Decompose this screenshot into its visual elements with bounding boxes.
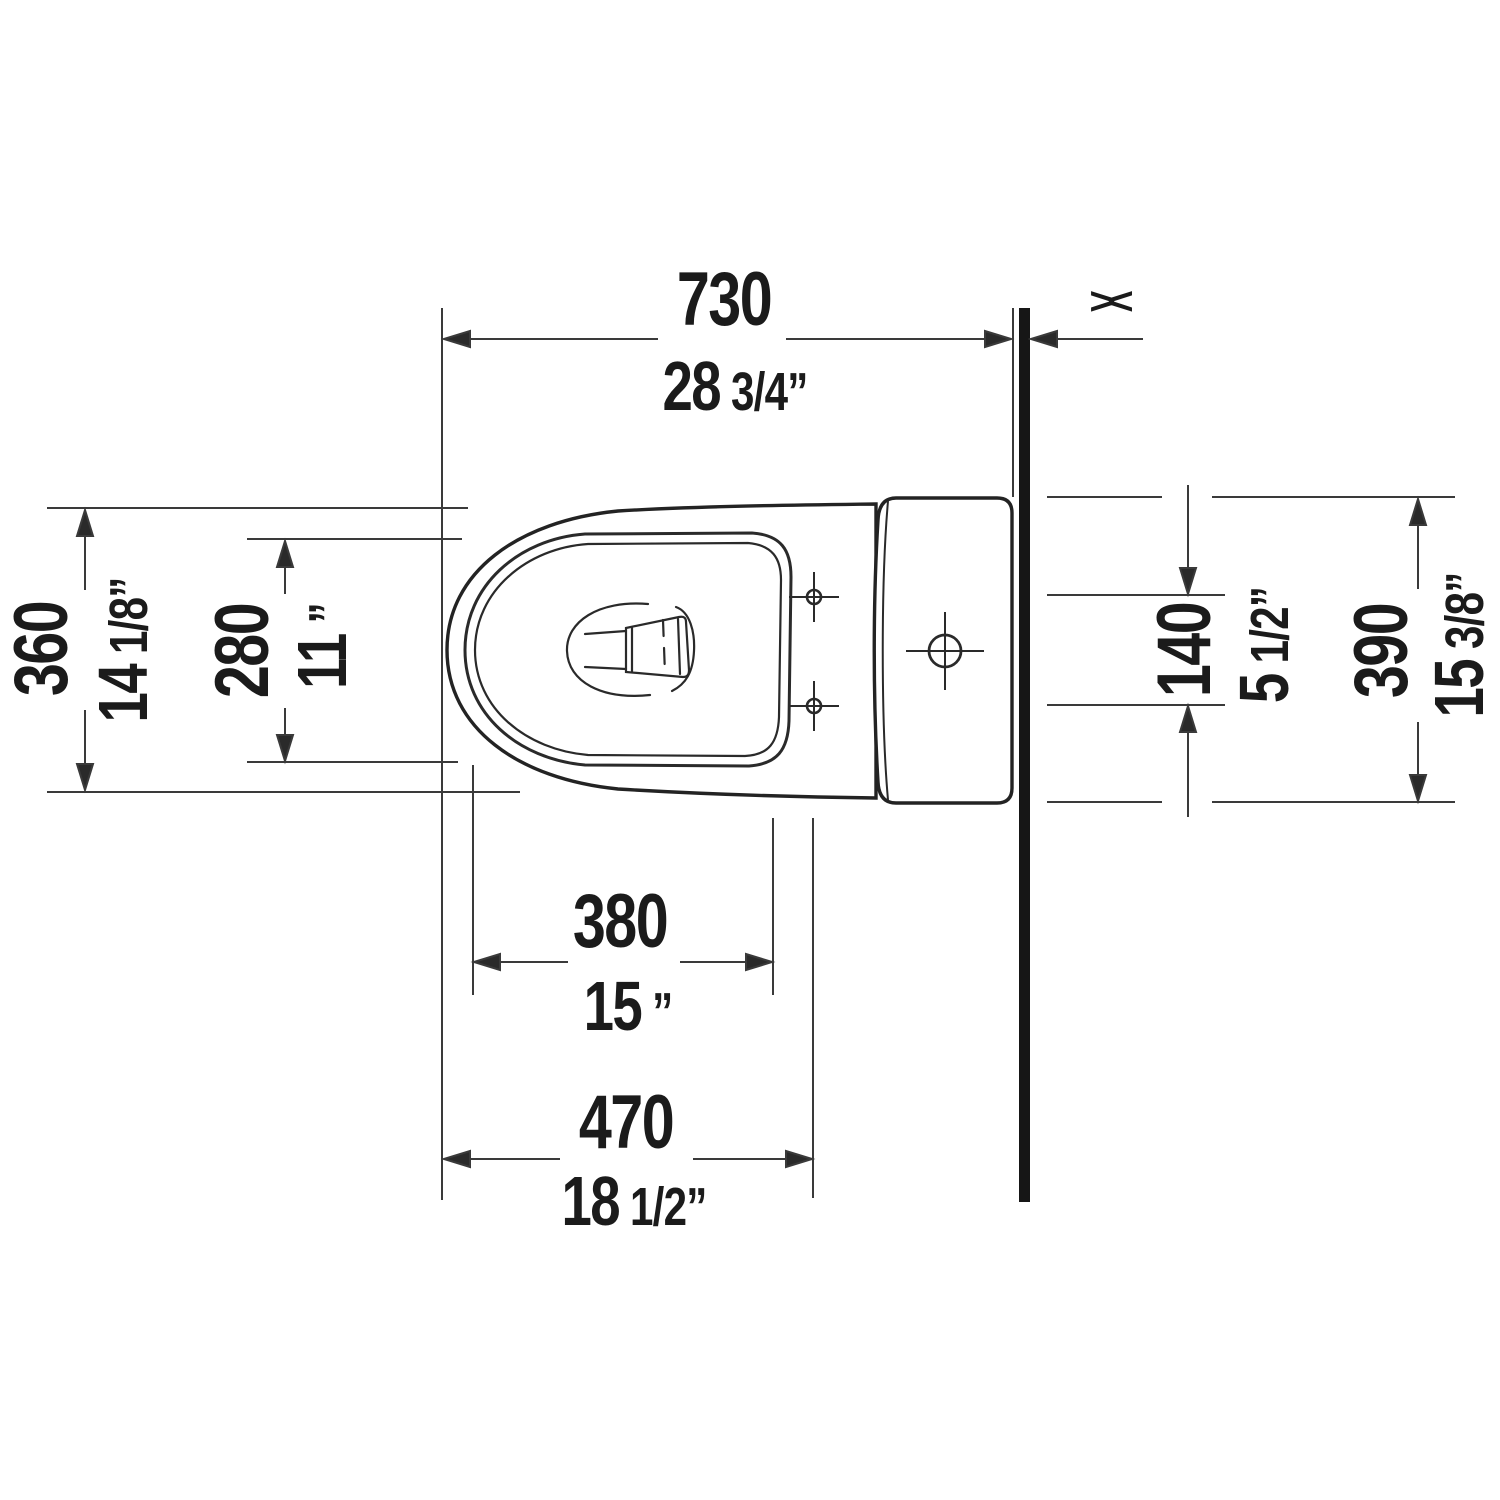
arrow-up [275,537,295,568]
tank-front-curve [881,500,889,801]
inch-fraction: ” [652,982,673,1042]
arrow-down [75,763,95,794]
dimension-390 [1408,495,1428,805]
supply-hole-crosshair [906,612,984,690]
dim-top-width-mm: 730 [676,257,773,342]
arrow-right [785,1149,816,1169]
bowl-outline [445,502,878,800]
dim-bowl-width-mm: 470 [578,1080,675,1165]
arrow-down [1178,567,1198,598]
seat-opening [463,531,793,768]
seat-opening-outer [463,531,793,768]
dim-bolt-spacing-inch: 5 1/2” [1225,586,1303,703]
dimension-360 [47,506,520,794]
arrow-up [1178,702,1198,733]
dim-tank-width-inch: 15 3/8” [1420,572,1498,717]
arrow-left [440,329,471,349]
dimension-470 [440,818,816,1198]
dim-bowl-depth-mm: 360 [0,601,84,697]
inch-fraction: 1/8” [99,577,159,654]
valve-left-curve [565,602,652,697]
arrow-left [440,1149,471,1169]
inch-fraction: 3/4” [731,362,808,422]
dim-bolt-spacing-mm: 140 [1142,602,1227,698]
dim-tank-width-mm: 390 [1339,603,1424,699]
wall-line [1019,308,1030,1202]
inch-fraction: 3/8” [1435,572,1495,649]
inch-main: 15 [1420,659,1498,718]
right-extension-lines [1047,496,1455,803]
dim-bowl-depth-inch: 14 1/8” [84,577,162,722]
dimension-380 [470,765,776,995]
dimension-280 [247,537,462,765]
wall-break-symbol: >< [1089,279,1134,323]
inch-main: 18 [561,1162,620,1240]
bolt-hole-crosshair-bottom [789,681,839,731]
inch-main: 28 [662,347,721,425]
flush-valve-detail [565,602,696,697]
valve-dashed-line [661,618,667,676]
dimension-730 [440,308,1015,1200]
arrow-up [75,506,95,537]
arrow-down [1408,774,1428,805]
arrow-left [470,952,501,972]
valve-neck-top [583,629,628,636]
dim-opening-depth-mm: 280 [200,603,285,699]
arrow-right [984,329,1015,349]
dim-opening-depth-inch: 11 ” [283,603,361,689]
arrow-up [1408,495,1428,526]
inch-main: 15 [583,967,643,1045]
inch-main: 11 [283,634,361,689]
dim-opening-width-mm: 380 [572,879,669,964]
valve-neck-bottom [583,665,628,671]
arrow-down [275,734,295,765]
inch-fraction: 1/2” [630,1177,707,1237]
inch-main: 14 [84,664,162,723]
inch-fraction: 1/2” [1240,586,1300,664]
seat-opening-inner [473,541,783,758]
valve-inner-right-edge [676,617,682,676]
arrow-right [745,952,776,972]
wall-offset-leader [1027,329,1143,349]
bolt-hole-crosshair-top [789,572,839,622]
toilet-bowl [445,502,878,800]
inch-fraction: ” [298,603,358,624]
inch-main: 5 [1225,674,1303,704]
valve-trapezoid [624,615,691,679]
arrow-left [1027,329,1058,349]
dim-opening-width-inch: 15” [584,971,674,1042]
valve-right-bracket [670,605,696,693]
dimension-140 [1178,485,1198,817]
